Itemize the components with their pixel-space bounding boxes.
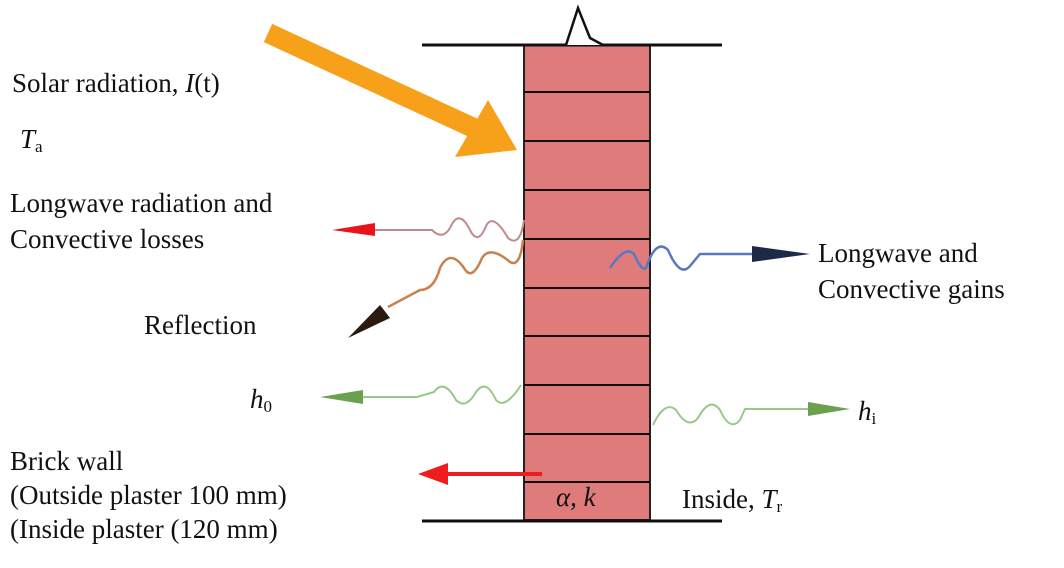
- conduction-arrow: [418, 463, 542, 485]
- hi-label: hi: [858, 396, 877, 428]
- hi-convection-arrow: [652, 402, 850, 426]
- solar-radiation-label: Solar radiation, I(t): [12, 68, 220, 98]
- longwave-gains-arrow: [608, 245, 810, 271]
- h0-label: h0: [250, 384, 272, 416]
- ambient-temperature-label: Ta: [20, 124, 43, 156]
- brick-wall: [523, 44, 651, 521]
- reflection-arrow: [348, 239, 525, 338]
- brick-courses: [524, 91, 650, 483]
- h0-convection-arrow: [320, 384, 522, 405]
- brick-wall-label: Brick wall(Outside plaster 100 mm)(Insid…: [10, 446, 287, 544]
- longwave-losses-arrow: [332, 217, 525, 242]
- reflection-label: Reflection: [144, 310, 257, 340]
- solar-radiation-arrow: [263, 23, 517, 157]
- inside-temperature-label: Inside, Tr: [682, 484, 783, 516]
- alpha-k-label: α, k: [556, 482, 596, 512]
- break-symbol: [564, 4, 604, 47]
